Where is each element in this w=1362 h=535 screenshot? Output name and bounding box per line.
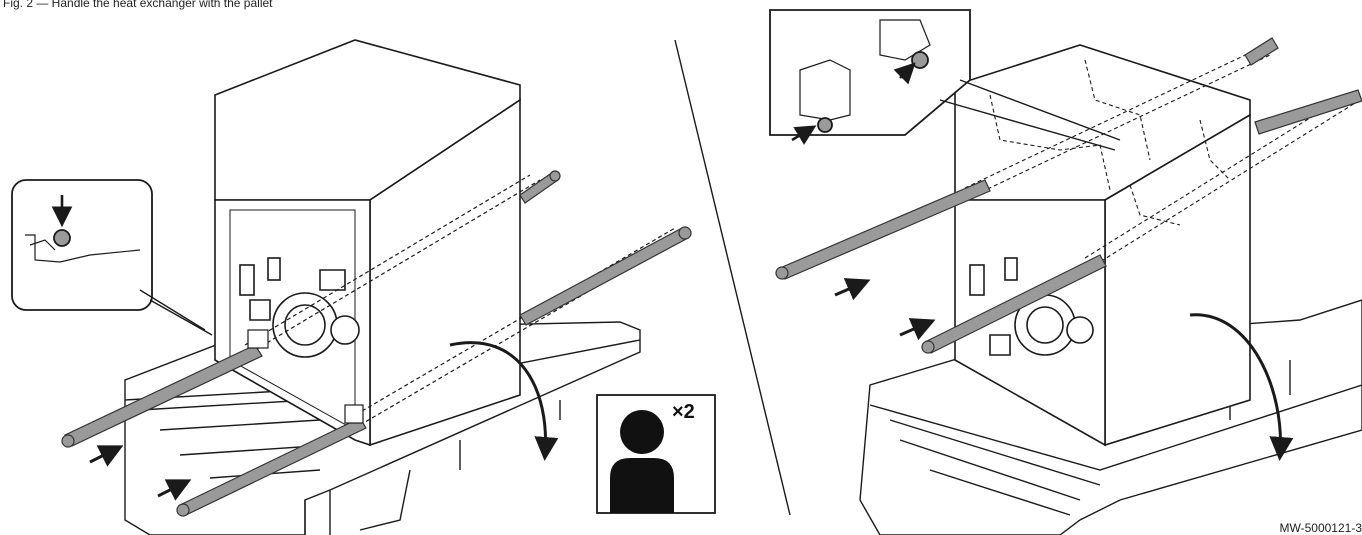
person-icon [620,410,664,454]
people-badge [596,394,716,514]
left-detail-callout [11,179,213,336]
left-boiler-unit [214,39,521,447]
right-detail-callout [769,9,1121,151]
right-rods [775,37,1362,354]
left-push-arrows [89,445,192,501]
tilt-arrow-icon [449,341,559,461]
push-arrow-icon [157,479,192,501]
left-hidden-rod-paths [244,174,686,426]
right-scene [769,9,1362,535]
reference-code: MW-5000121-3 [1279,521,1362,535]
tilt-arrow-icon [1189,313,1294,461]
right-hidden-frame [964,47,1361,266]
left-rods [61,170,692,517]
push-arrow-icon [834,278,871,301]
push-arrow-icon [899,318,936,341]
right-boiler-unit [954,44,1251,447]
scene-divider [674,39,791,516]
left-scene [11,39,716,535]
push-arrow-icon [89,445,124,467]
left-lifting-brackets [247,329,364,424]
people-count-label: ×2 [672,401,695,423]
header-caption: Fig. 2 — Handle the heat exchanger with … [3,0,273,10]
right-push-arrows [834,278,936,341]
